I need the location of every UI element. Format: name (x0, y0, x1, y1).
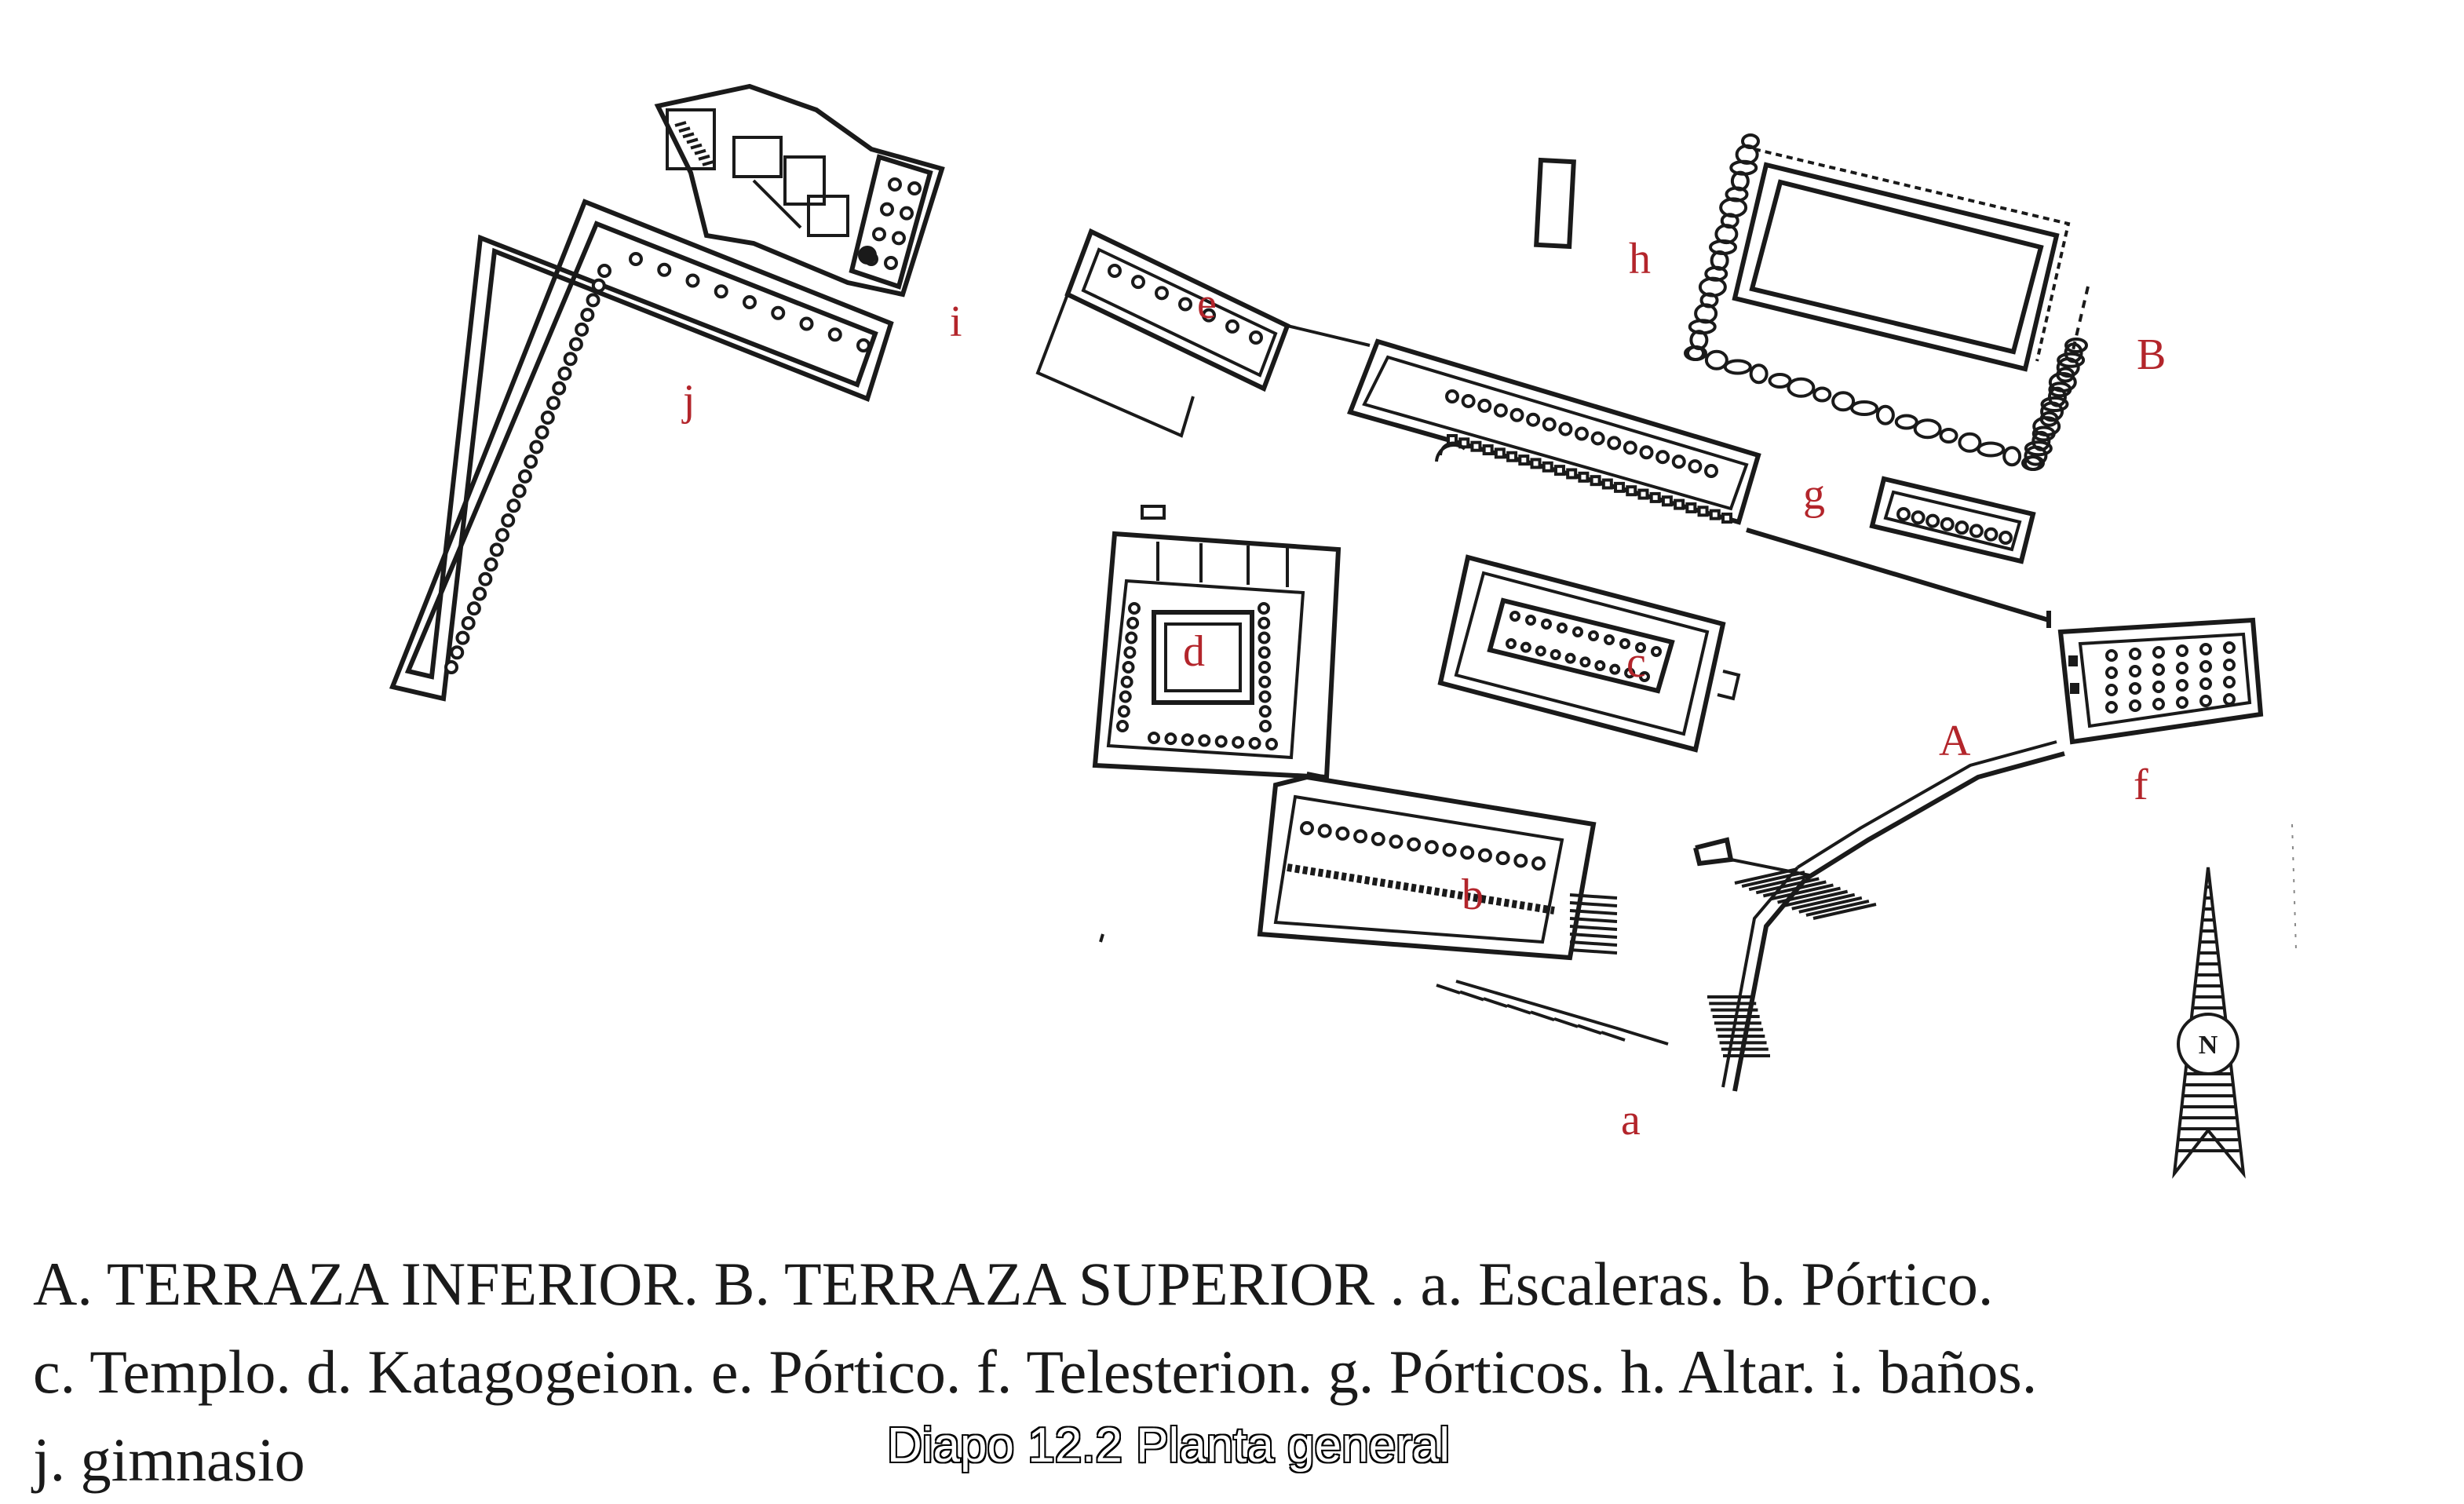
compass-n-label: N (2199, 1031, 2218, 1060)
altar-h (1534, 157, 1576, 250)
katagogeion-d (1092, 505, 1342, 780)
north-arrow: N (2172, 867, 2246, 1179)
legend-line-2: c. Templo. d. Katagogeion. e. Pórtico. f… (33, 1338, 2038, 1406)
temple-c (1437, 554, 1741, 753)
slide-title: Diapo 12.2 Planta general (886, 1418, 1451, 1474)
label-a: a (1621, 1096, 1641, 1144)
portico-g-small (1869, 476, 2036, 564)
label-d: d (1183, 627, 1205, 676)
legend-line-1: A. TERRAZA INFERIOR. B. TERRAZA SUPERIOR… (33, 1250, 1994, 1318)
lower-terrace-A (1693, 740, 2065, 1092)
gymnasium-j (389, 199, 894, 702)
telesterion-f (2057, 617, 2264, 745)
label-i: i (950, 298, 962, 346)
portico-e (1035, 228, 1371, 438)
label-g: g (1803, 470, 1825, 519)
baths-i (654, 83, 945, 298)
legend-caption: A. TERRAZA INFERIOR. B. TERRAZA SUPERIOR… (33, 1240, 2451, 1504)
portico-b (1257, 774, 1669, 1046)
label-c: c (1626, 638, 1646, 687)
label-B: B (2137, 330, 2166, 379)
label-e: e (1197, 279, 1217, 328)
label-A: A (1939, 717, 1971, 765)
label-j: j (681, 376, 695, 425)
legend-line-3: j. gimnasio (33, 1426, 305, 1494)
label-b: b (1462, 871, 1484, 919)
label-h: h (1629, 235, 1651, 283)
upper-terrace-B (1684, 133, 2090, 471)
portico-g-long (1347, 338, 2051, 628)
label-f: f (2134, 761, 2148, 809)
